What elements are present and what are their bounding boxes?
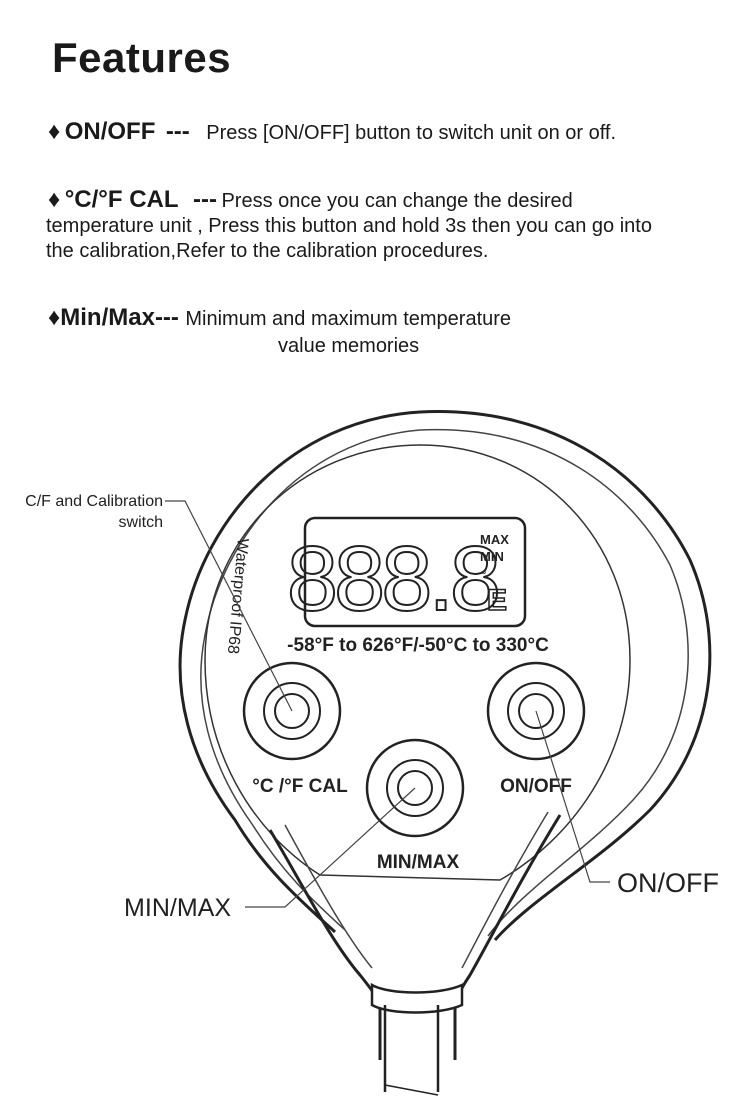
lcd-window bbox=[303, 516, 527, 628]
temperature-range-label: -58°F to 626°F/-50°C to 330°C bbox=[287, 635, 549, 656]
callout-minmax: MIN/MAX bbox=[124, 894, 231, 922]
feature-desc: Press once you can change the desired bbox=[221, 190, 573, 212]
feature-minmax: ♦Min/Max--- Minimum and maximum temperat… bbox=[48, 304, 716, 332]
cal-button-label: °C /°F CAL bbox=[252, 776, 348, 797]
feature-onoff: ♦ ON/OFF --- Press [ON/OFF] button to sw… bbox=[48, 118, 716, 146]
feature-dash: --- bbox=[165, 118, 190, 145]
waterproof-rating-label: Waterproof IP68 bbox=[224, 538, 251, 655]
lcd-max-indicator: MAX bbox=[480, 532, 509, 547]
feature-desc-line: the calibration,Refer to the calibration… bbox=[46, 240, 489, 262]
feature-cal: ♦ °C/°F CAL --- Press once you can chang… bbox=[46, 186, 716, 264]
onoff-leader-line bbox=[535, 710, 610, 883]
device-inner-outline bbox=[200, 428, 689, 937]
onoff-button-label: ON/OFF bbox=[500, 776, 572, 797]
callout-cal-line1: C/F and Calibration bbox=[25, 493, 163, 510]
feature-desc: Press [ON/OFF] button to switch unit on … bbox=[206, 122, 617, 144]
page-title: Features bbox=[52, 34, 232, 81]
feature-dash: --- bbox=[154, 304, 179, 331]
feature-desc: Minimum and maximum temperature bbox=[185, 308, 512, 330]
lcd-unit-indicator: E bbox=[487, 584, 507, 617]
lcd-min-indicator: MIN bbox=[480, 549, 504, 564]
feature-name: °C/°F CAL bbox=[64, 186, 179, 213]
feature-name: ON/OFF bbox=[64, 118, 156, 145]
lcd-digits: 888.8 bbox=[287, 528, 498, 630]
feature-dash: --- bbox=[193, 186, 217, 213]
lcd-degree-indicator: ° bbox=[481, 567, 487, 583]
diamond-bullet-icon: ♦ bbox=[48, 304, 61, 331]
feature-desc-line: temperature unit , Press this button and… bbox=[46, 215, 652, 237]
feature-name: Min/Max bbox=[60, 304, 155, 331]
diamond-bullet-icon: ♦ bbox=[48, 118, 61, 145]
feature-desc-line: value memories bbox=[278, 335, 420, 357]
device-outer-outline bbox=[178, 410, 712, 941]
minmax-leader-line bbox=[245, 787, 416, 908]
diamond-bullet-icon: ♦ bbox=[48, 186, 61, 213]
device-face-plate bbox=[204, 444, 631, 881]
minmax-button-label: MIN/MAX bbox=[377, 852, 460, 873]
callout-onoff: ON/OFF bbox=[617, 868, 719, 898]
device-cable bbox=[370, 982, 464, 1014]
cal-leader-line bbox=[165, 500, 293, 712]
thermometer-device-illustration: 888.8 MAX MIN ° E -58°F to 626°F/-50°C t… bbox=[25, 410, 719, 1096]
callout-cal-line2: switch bbox=[119, 514, 163, 531]
